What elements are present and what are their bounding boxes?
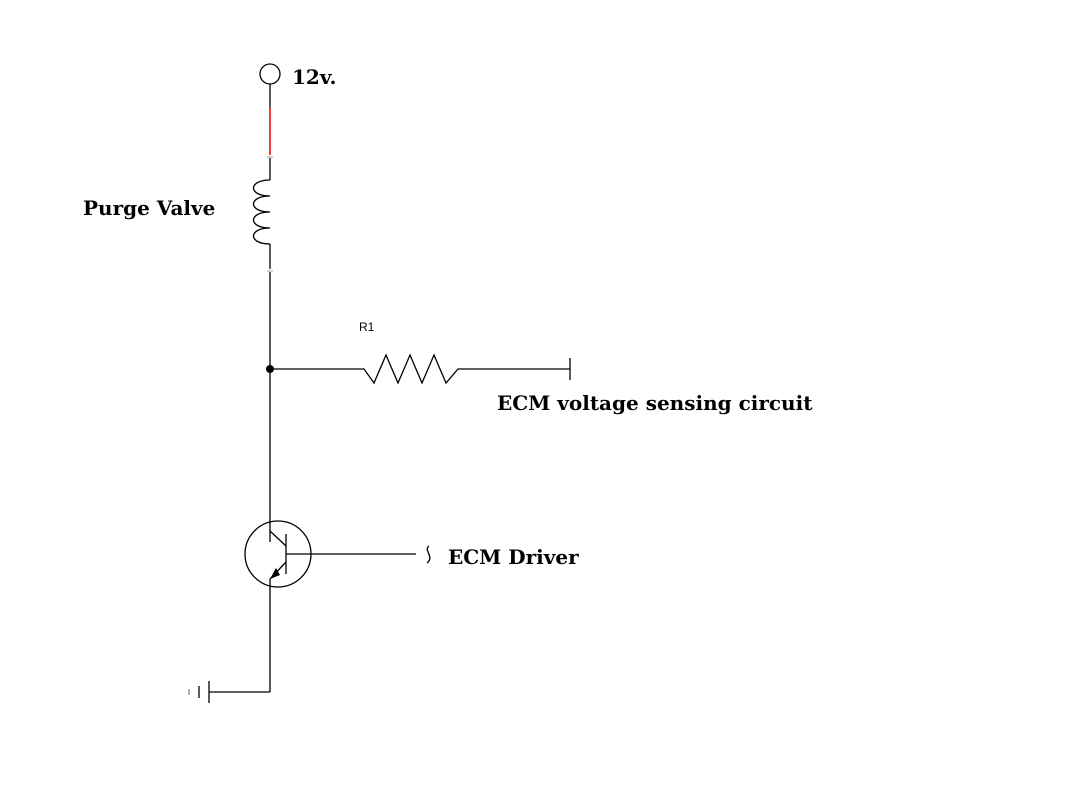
purge-valve-label: Purge Valve xyxy=(83,196,215,220)
ecm-driver-label: ECM Driver xyxy=(448,545,579,569)
supply-voltage-label: 12v. xyxy=(292,65,336,89)
driver-terminal-icon xyxy=(426,545,431,564)
ecm-sense-label: ECM voltage sensing circuit xyxy=(497,391,813,415)
ground-symbol-icon xyxy=(188,681,210,703)
resistor-r1-icon xyxy=(348,353,476,385)
supply-terminal-icon xyxy=(259,63,281,85)
purge-valve-coil-icon xyxy=(252,179,271,245)
resistor-ref-label: R1 xyxy=(359,320,375,334)
